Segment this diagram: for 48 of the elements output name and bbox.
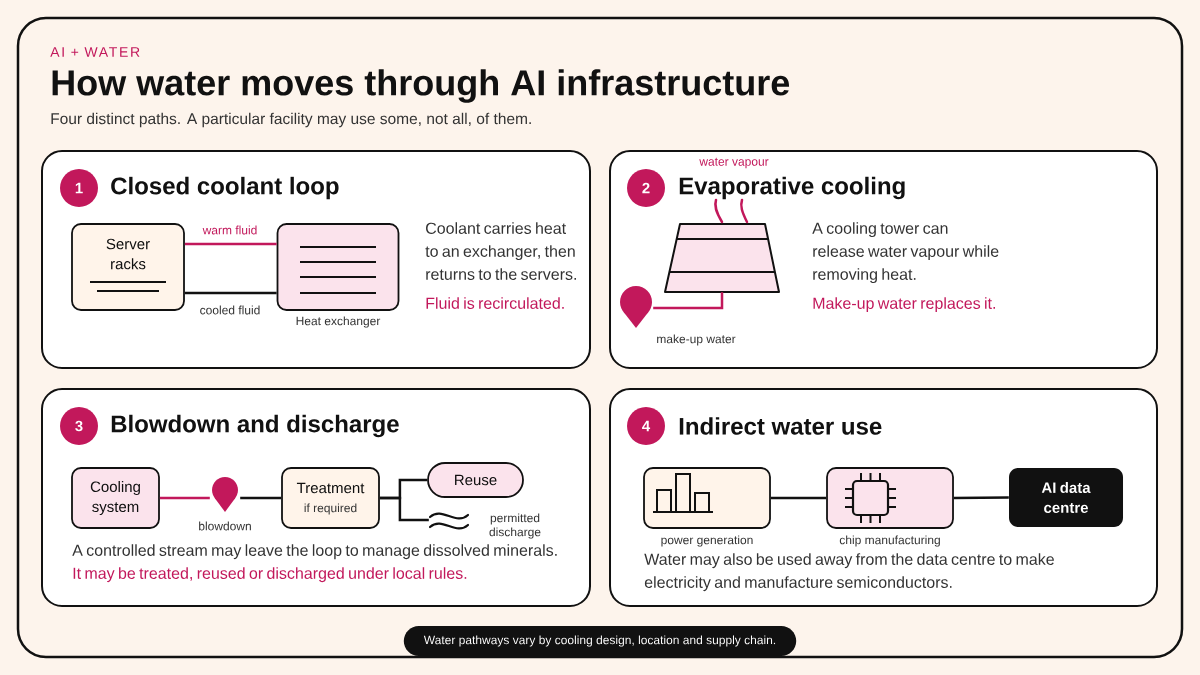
number-badge: 3 — [60, 407, 98, 445]
connector — [953, 496, 1009, 500]
note: It may be treated, reused or discharged under local rules. — [73, 567, 467, 583]
description: Water may also be used away from the data centre to make electricity and manufacture semiconductors. — [644, 553, 1054, 592]
subtitle: Four distinct paths. A particular facility may use some, not all, of them. — [51, 112, 531, 128]
water-drop — [212, 477, 238, 512]
chip-manufacturing-box — [826, 467, 954, 529]
panel-heading: Evaporative cooling — [679, 176, 905, 200]
title: How water moves through AI infrastructure — [52, 69, 790, 103]
heat-exchanger-box — [276, 223, 400, 311]
connector — [379, 496, 429, 522]
description: A cooling tower can release water vapour while removing heat. — [812, 222, 999, 284]
edge-label: warm fluid — [201, 224, 259, 236]
panel-heading: Closed coolant loop — [111, 176, 339, 200]
server-rack-box: Server racks — [71, 223, 185, 311]
water-drop — [620, 286, 652, 328]
note: Make-up water replaces it. — [813, 297, 995, 313]
connector — [240, 496, 282, 500]
connector — [184, 242, 277, 246]
discharge-label: permitted discharge — [489, 513, 541, 539]
edge-label: cooled fluid — [198, 304, 262, 316]
box-caption: chip manufacturing — [839, 535, 940, 547]
reuse-pill: Reuse — [427, 462, 524, 498]
number-badge: 2 — [627, 169, 665, 207]
cooling-tower-drawing — [664, 198, 780, 293]
vapour-label: water vapour — [699, 157, 769, 169]
connector — [159, 496, 210, 500]
treatment-box: Treatment if required — [281, 467, 380, 529]
drop-label: blowdown — [199, 521, 251, 531]
description: Coolant carries heat to an exchanger, then returns to the servers. — [425, 222, 576, 280]
footer-pill: Water pathways vary by cooling design, location and supply chain. — [403, 626, 797, 656]
data-centre-box: AI data centre — [1009, 468, 1123, 527]
panel-heading: Blowdown and discharge — [111, 414, 399, 438]
connector — [653, 292, 724, 310]
power-generation-box — [643, 467, 771, 529]
cooling-system-box: Cooling system — [71, 467, 160, 529]
waves-icon — [428, 512, 470, 530]
box-caption: Heat exchanger — [296, 316, 381, 328]
box-caption: power generation — [661, 535, 753, 547]
number-badge: 1 — [60, 169, 98, 207]
connector — [770, 496, 827, 500]
note: Fluid is recirculated. — [426, 297, 564, 309]
drop-label: make-up water — [657, 334, 736, 346]
number-badge: 4 — [627, 407, 665, 445]
panel-heading: Indirect water use — [679, 417, 882, 435]
description: A controlled stream may leave the loop to manage dissolved minerals. — [72, 544, 557, 560]
connector — [184, 291, 277, 295]
kicker: AI + WATER — [50, 47, 140, 57]
